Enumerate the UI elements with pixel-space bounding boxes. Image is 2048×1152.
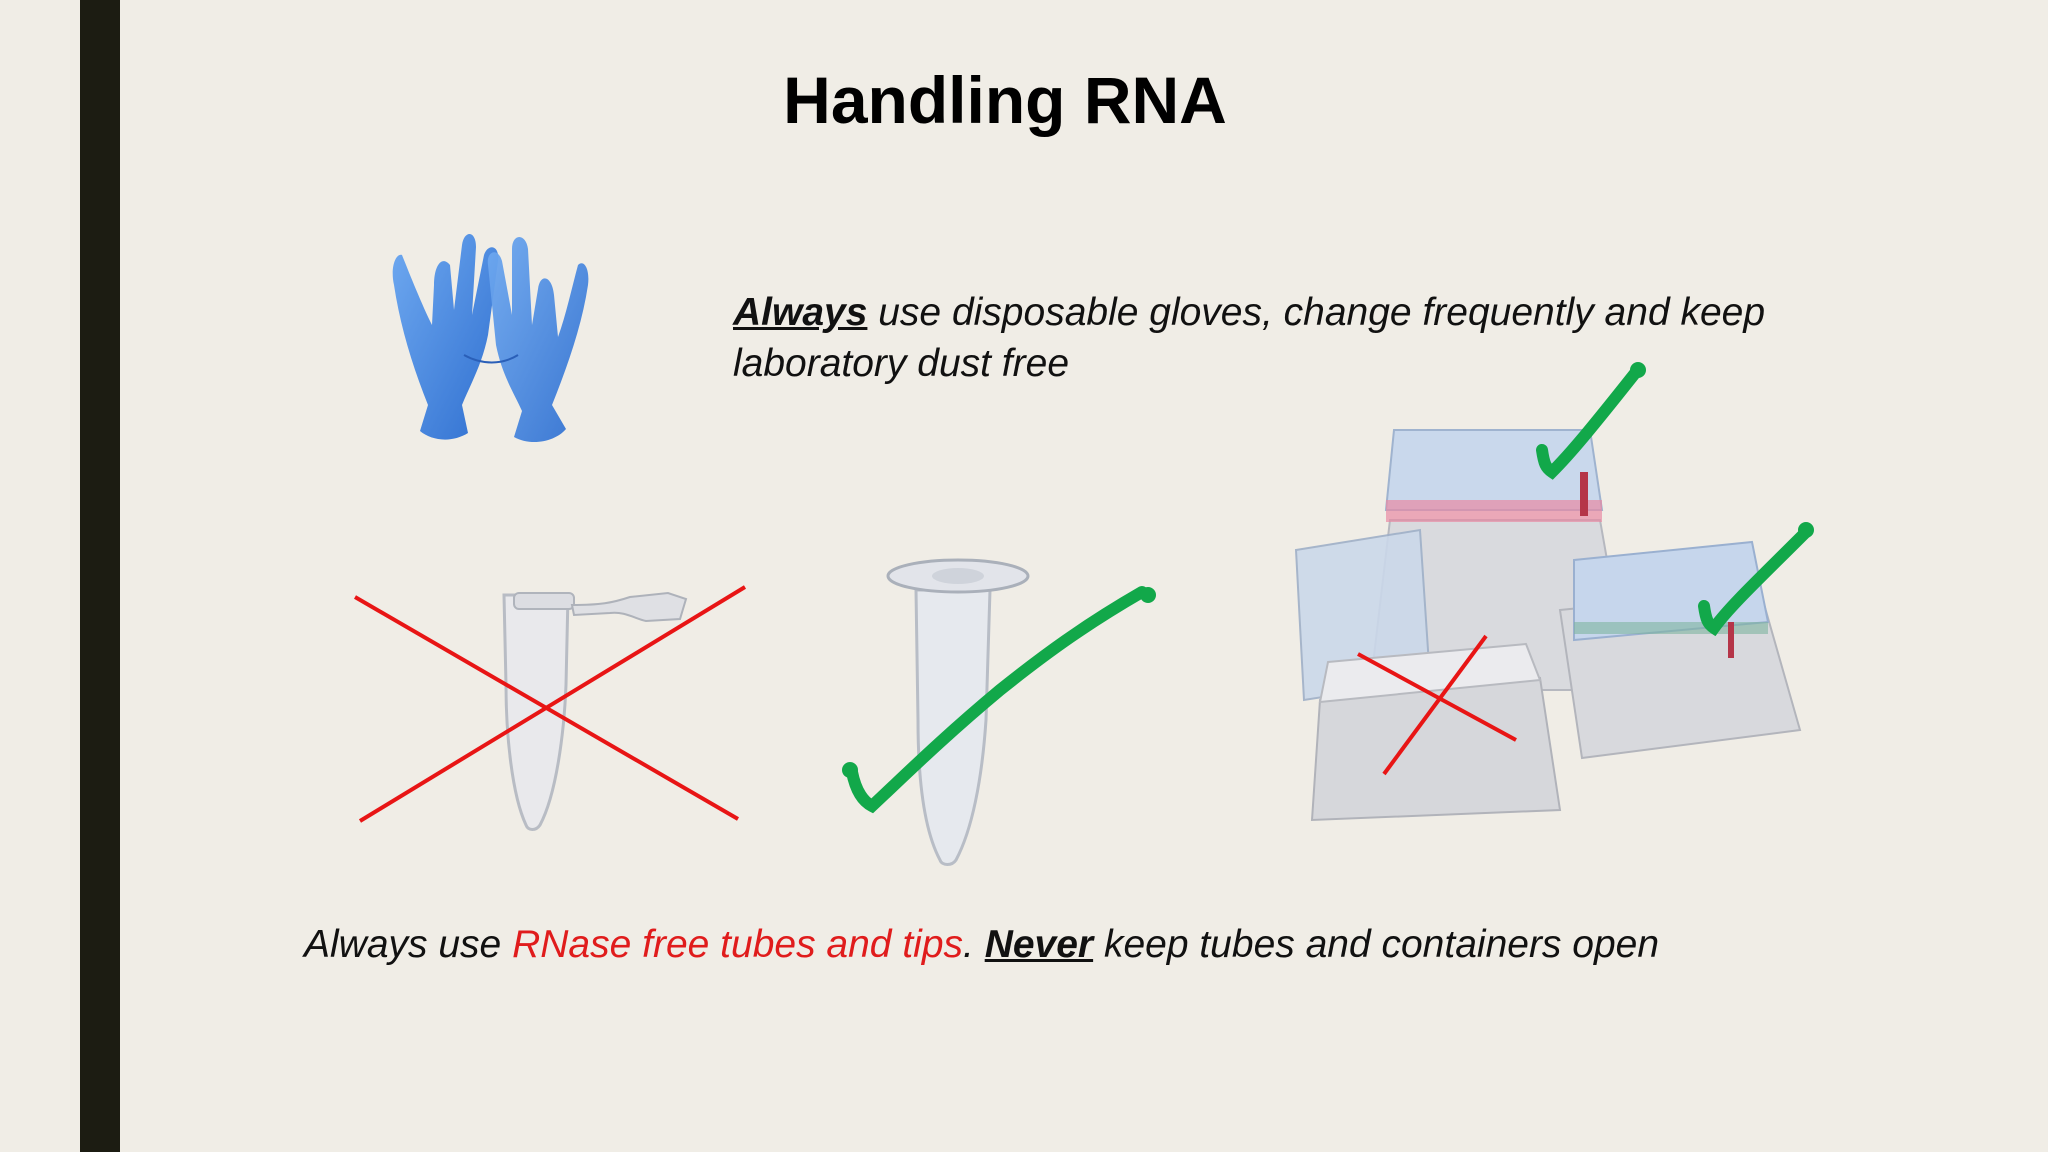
tubes-instruction-part1: Always use [304,923,513,966]
tip-box-icon [1294,429,1802,822]
gloves-instruction: Always use disposable gloves, change fre… [733,287,1913,389]
closed-tube-checked [842,558,1156,866]
check-mark-icon [1536,362,1814,637]
cross-mark-icon [353,585,747,823]
left-accent-bar [80,0,120,1152]
rnase-free-highlight: RNase free tubes and tips [512,923,964,966]
slide-title: Handling RNA [783,63,1227,137]
check-mark-icon [842,586,1156,814]
always-emphasis: Always [733,291,868,334]
cross-mark-icon [1357,634,1517,776]
gloves-instruction-text: use disposable gloves, change frequently… [733,291,1766,385]
open-tube-crossed [353,585,747,831]
tubes-instruction-part2: . [963,923,985,966]
closed-tube-icon [886,558,1030,866]
tip-boxes [1294,362,1814,822]
open-tube-icon [502,591,688,831]
tubes-instruction: Always use RNase free tubes and tips. Ne… [304,923,1804,967]
gloves-icon [392,233,589,443]
never-emphasis: Never [984,923,1094,966]
tubes-instruction-part3: keep tubes and containers open [1093,923,1660,966]
